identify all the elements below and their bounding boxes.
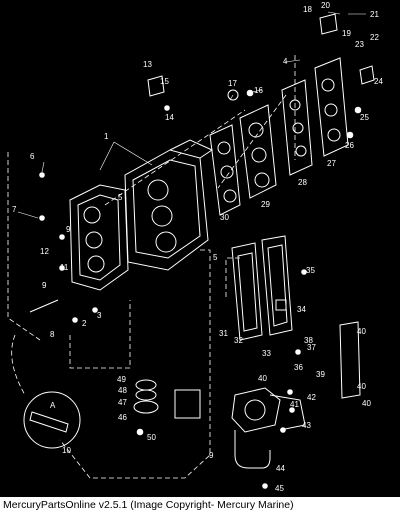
callout-46: 46 [118, 413, 127, 422]
callout-7: 7 [12, 205, 17, 214]
callout-40d: 40 [362, 399, 371, 408]
callout-47: 47 [118, 398, 127, 407]
callout-11: 11 [60, 263, 69, 272]
callout-48: 48 [118, 386, 127, 395]
callout-28: 28 [298, 178, 307, 187]
callout-24: 24 [374, 77, 383, 86]
callout-34: 34 [297, 305, 306, 314]
callout-18: 18 [303, 5, 312, 14]
thermostat-assembly [133, 379, 201, 436]
hose [234, 430, 271, 469]
exhaust-divider [339, 321, 361, 399]
callout-40b: 40 [258, 374, 267, 383]
callout-10: 10 [62, 446, 71, 455]
parts-diagram: 1 2 3 4 5 5 6 7 8 9 9 9 10 11 12 13 14 1… [7, 1, 383, 493]
callout-32: 32 [234, 336, 243, 345]
callout-21: 21 [370, 10, 379, 19]
transfer-covers [231, 235, 293, 341]
callout-27: 27 [327, 159, 336, 168]
callout-6: 6 [30, 152, 35, 161]
callout-9b: 9 [42, 281, 47, 290]
poppet-valve-assembly [231, 387, 306, 433]
callout-43: 43 [302, 421, 311, 430]
cylinder-block-main [124, 139, 214, 271]
head-gaskets [209, 104, 277, 216]
callout-25: 25 [360, 113, 369, 122]
callout-4: 4 [283, 57, 288, 66]
callout-19: 19 [342, 29, 351, 38]
callout-39: 39 [316, 370, 325, 379]
callout-37: 37 [307, 343, 316, 352]
callout-26: 26 [345, 141, 354, 150]
callout-29: 29 [261, 200, 270, 209]
callout-30: 30 [220, 213, 229, 222]
callout-12: 12 [40, 247, 49, 256]
detail-view [23, 391, 81, 449]
callout-41: 41 [290, 400, 299, 409]
bleed-valve [29, 299, 59, 313]
callout-31: 31 [219, 329, 228, 338]
callout-5b: 5 [213, 253, 218, 262]
callout-labels: 1 2 3 4 5 5 6 7 8 9 9 9 10 11 12 13 14 1… [12, 1, 383, 493]
callout-33: 33 [262, 349, 271, 358]
callout-8: 8 [50, 330, 55, 339]
callout-16: 16 [254, 86, 263, 95]
callout-22: 22 [370, 33, 379, 42]
callout-1: 1 [104, 132, 109, 141]
callout-50: 50 [147, 433, 156, 442]
callout-14: 14 [165, 113, 174, 122]
callout-49: 49 [117, 375, 126, 384]
callout-17: 17 [228, 79, 237, 88]
callout-23: 23 [355, 40, 364, 49]
callout-20: 20 [321, 1, 330, 10]
fasteners [39, 13, 375, 489]
callout-15: 15 [160, 77, 169, 86]
callout-2: 2 [82, 319, 87, 328]
callout-45: 45 [275, 484, 284, 493]
exhaust-covers [281, 57, 349, 176]
callout-5a: 5 [118, 193, 123, 202]
callout-42: 42 [307, 393, 316, 402]
callout-44: 44 [276, 464, 285, 473]
callout-35: 35 [306, 266, 315, 275]
detail-marker: A [50, 401, 56, 410]
callout-9c: 9 [209, 451, 214, 460]
callout-13: 13 [143, 60, 152, 69]
callout-40c: 40 [357, 382, 366, 391]
callout-3: 3 [97, 311, 102, 320]
callout-9a: 9 [66, 225, 71, 234]
callout-38: 38 [304, 336, 313, 345]
image-caption: MercuryPartsOnline v2.5.1 (Image Copyrig… [0, 497, 400, 513]
callout-36: 36 [294, 363, 303, 372]
leader-lines [17, 11, 366, 219]
cylinder-block-left [69, 184, 129, 291]
callout-40a: 40 [357, 327, 366, 336]
